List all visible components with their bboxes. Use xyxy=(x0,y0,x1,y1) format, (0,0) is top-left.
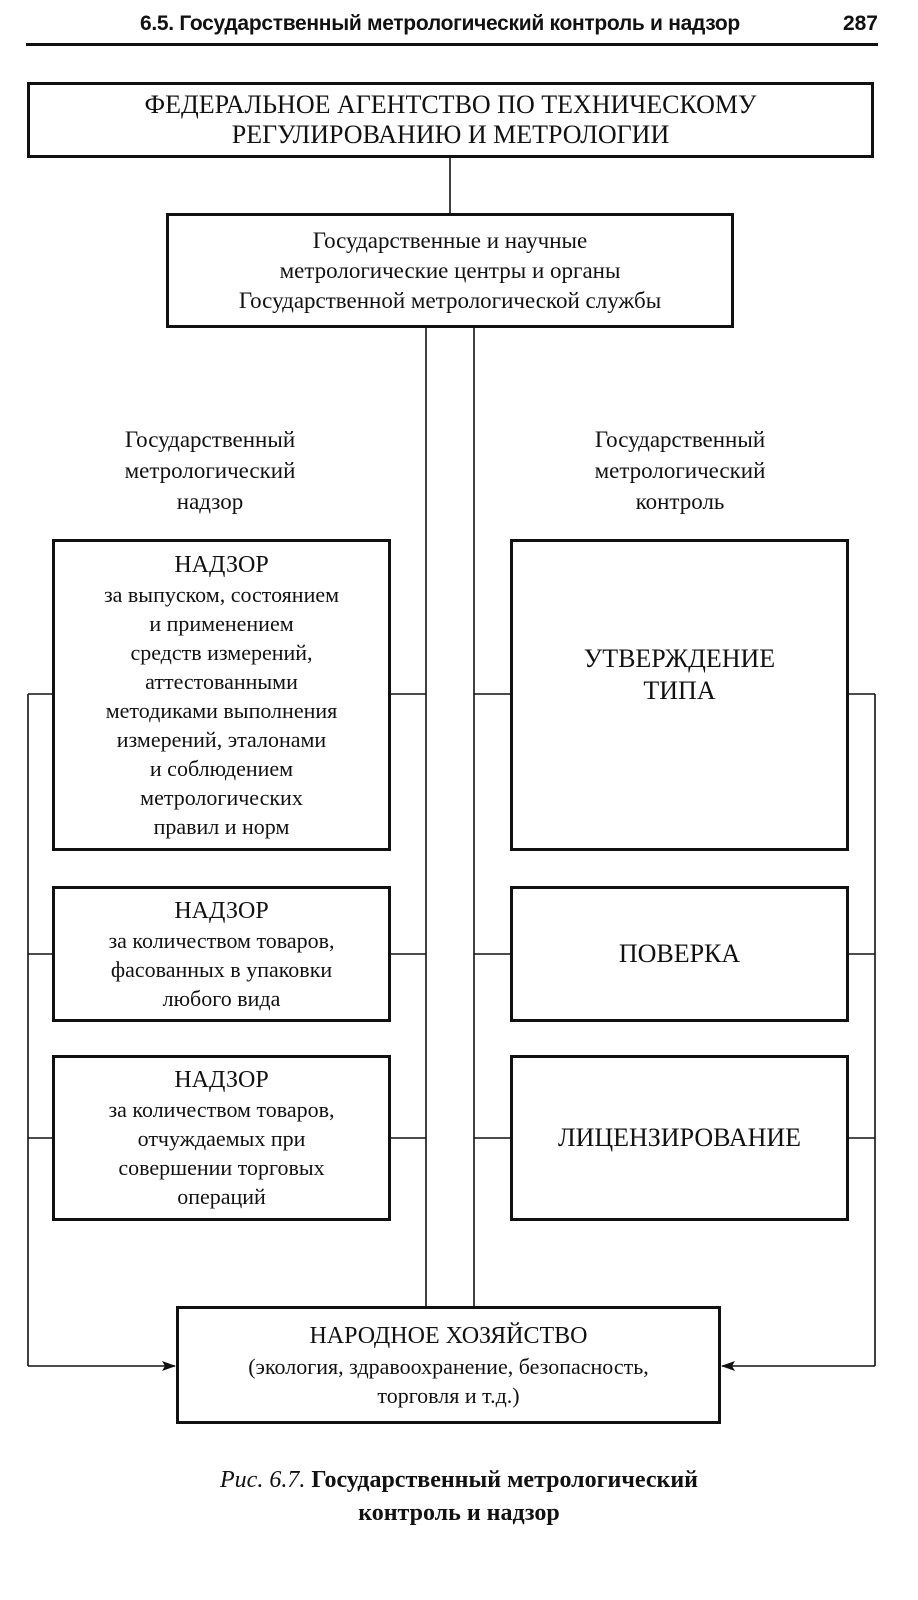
figure-title-line: Государственный метрологический xyxy=(311,1467,698,1493)
control-label-line: метрологический xyxy=(594,458,766,483)
supervision-box-measuring-instruments: НАДЗОР за выпуском, состоянием и примене… xyxy=(52,539,391,851)
figure-label: Рис. 6.7. xyxy=(220,1467,306,1493)
running-header-title: 6.5. Государственный метрологический кон… xyxy=(140,12,740,35)
supervision-box-line: измерений, эталонами xyxy=(116,726,327,752)
supervision-box-line: за количеством товаров, xyxy=(108,1097,335,1122)
control-box-line: ЛИЦЕНЗИРОВАНИЕ xyxy=(557,1123,802,1152)
federal-agency-line: ФЕДЕРАЛЬНОЕ АГЕНТСТВО ПО ТЕХНИЧЕСКОМУ xyxy=(144,90,757,119)
header-rule xyxy=(26,43,878,46)
control-box-verification: ПОВЕРКА xyxy=(510,886,849,1022)
supervision-box-line: совершении торговых xyxy=(118,1155,325,1180)
supervision-box-line: фасованных в упаковки xyxy=(110,956,333,982)
metrology-centers-box: Государственные и научные метрологически… xyxy=(166,213,734,328)
supervision-box-title: НАДЗОР xyxy=(174,1067,269,1093)
supervision-label-line: метрологический xyxy=(124,458,296,483)
supervision-box-line: и соблюдением xyxy=(149,755,294,781)
metrology-centers-line: Государственные и научные xyxy=(312,227,588,253)
figure-caption: Рис. 6.7. Государственный метрологически… xyxy=(100,1464,818,1530)
control-box-line: ТИПА xyxy=(643,676,716,705)
supervision-box-packaged-goods: НАДЗОР за количеством товаров, фасованны… xyxy=(52,886,391,1022)
supervision-box-line: и применением xyxy=(149,610,294,636)
supervision-box-line: операций xyxy=(177,1184,266,1209)
supervision-box-line: правил и норм xyxy=(153,813,290,839)
supervision-box-title: НАДЗОР xyxy=(174,551,269,578)
supervision-label-line: Государственный xyxy=(124,427,296,452)
national-economy-box: НАРОДНОЕ ХОЗЯЙСТВО (экология, здравоохра… xyxy=(176,1306,721,1424)
control-label-line: контроль xyxy=(635,489,725,514)
control-box-type-approval: УТВЕРЖДЕНИЕ ТИПА xyxy=(510,539,849,851)
control-label-line: Государственный xyxy=(594,427,766,452)
supervision-box-title: НАДЗОР xyxy=(174,897,269,924)
page-number: 287 xyxy=(842,12,878,35)
federal-agency-box: ФЕДЕРАЛЬНОЕ АГЕНТСТВО ПО ТЕХНИЧЕСКОМУ РЕ… xyxy=(27,82,874,158)
supervision-box-line: метрологических xyxy=(140,784,303,810)
control-branch-label: Государственный метрологический контроль xyxy=(530,424,830,517)
supervision-box-line: аттестованными xyxy=(145,668,298,694)
figure-title-line: контроль и надзор xyxy=(358,1500,560,1526)
supervision-box-trade-goods: НАДЗОР за количеством товаров, отчуждаем… xyxy=(52,1055,391,1221)
supervision-box-line: за количеством товаров, xyxy=(108,927,335,953)
national-economy-line: (экология, здравоохранение, безопасность… xyxy=(248,1353,649,1379)
supervision-box-line: любого вида xyxy=(162,985,281,1011)
supervision-box-line: отчуждаемых при xyxy=(137,1126,306,1151)
federal-agency-line: РЕГУЛИРОВАНИЮ И МЕТРОЛОГИИ xyxy=(231,120,670,149)
national-economy-line: торговля и т.д.) xyxy=(377,1382,520,1408)
control-box-licensing: ЛИЦЕНЗИРОВАНИЕ xyxy=(510,1055,849,1221)
supervision-box-line: методиками выполнения xyxy=(105,697,338,723)
control-box-line: ПОВЕРКА xyxy=(618,939,741,968)
supervision-box-line: за выпуском, состоянием xyxy=(103,581,340,607)
national-economy-title: НАРОДНОЕ ХОЗЯЙСТВО xyxy=(309,1322,588,1349)
supervision-box-line: средств измерений, xyxy=(130,639,313,665)
control-box-line: УТВЕРЖДЕНИЕ xyxy=(583,644,776,673)
supervision-branch-label: Государственный метрологический надзор xyxy=(60,424,360,517)
supervision-label-line: надзор xyxy=(176,489,244,514)
metrology-centers-line: метрологические центры и органы xyxy=(279,257,621,283)
metrology-centers-line: Государственной метрологической службы xyxy=(238,287,662,313)
